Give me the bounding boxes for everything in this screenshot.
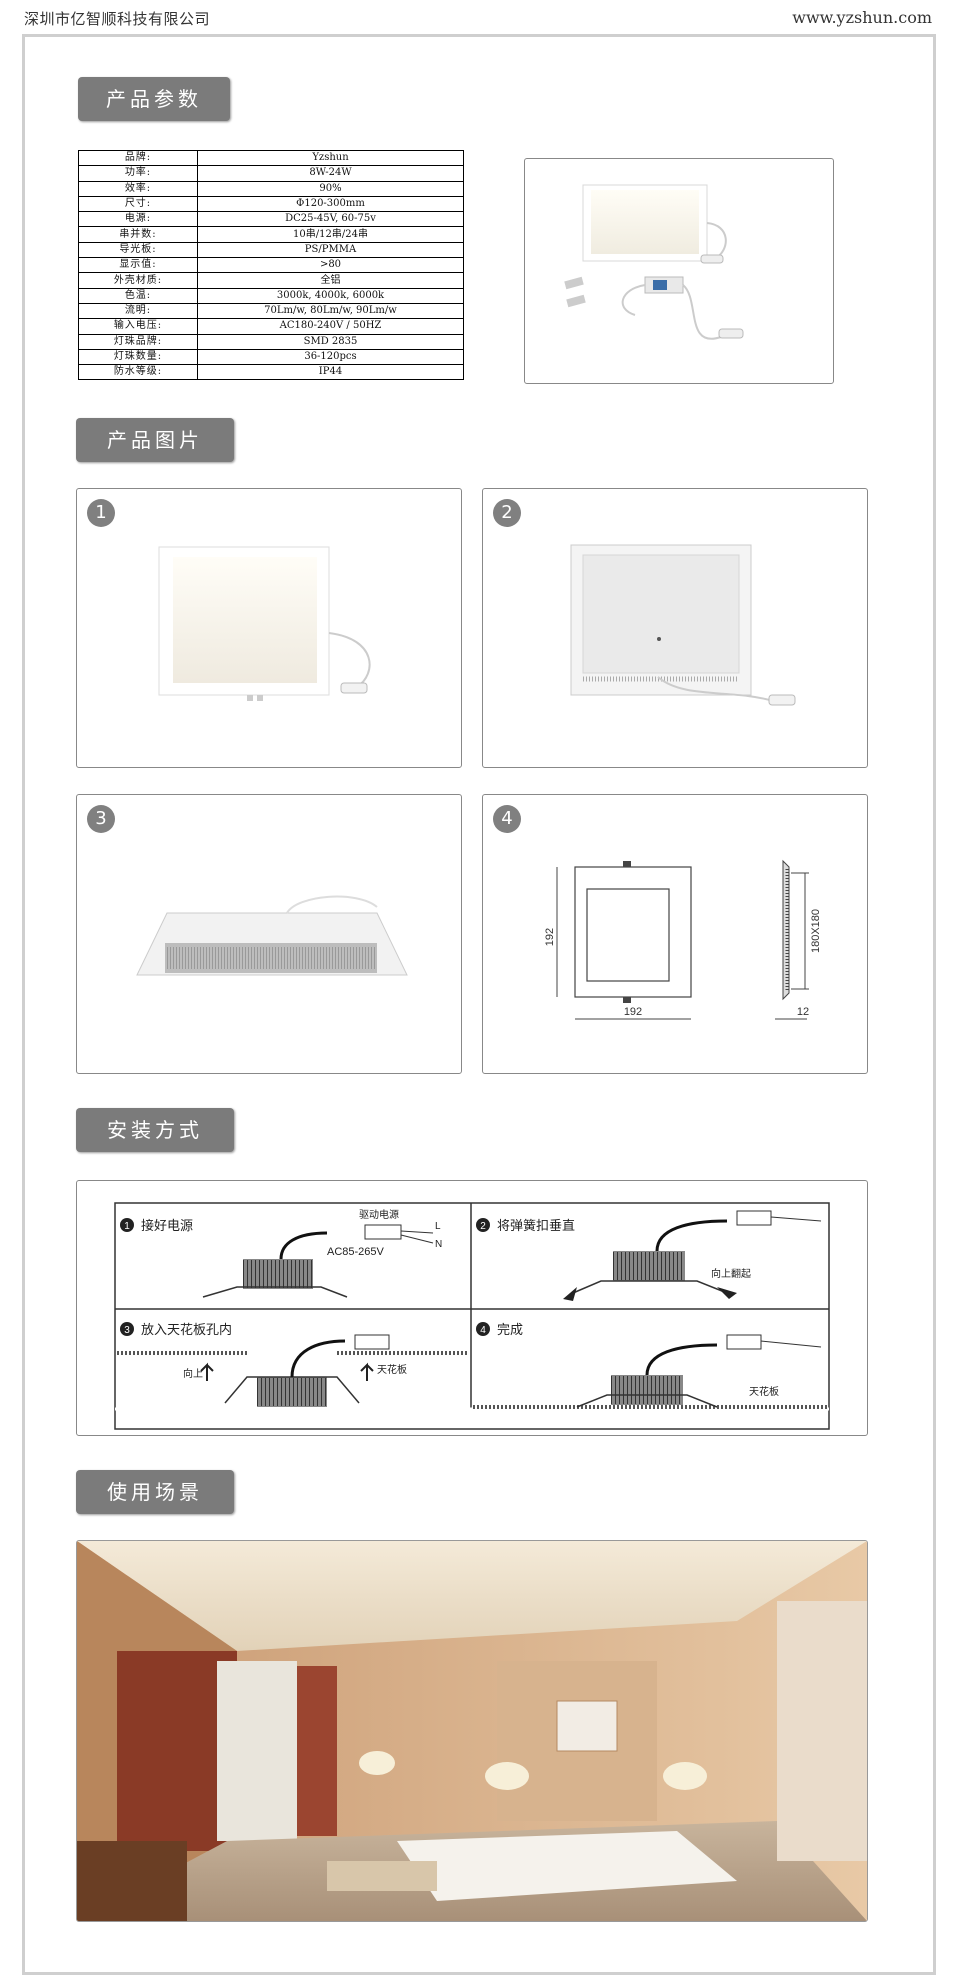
panel-with-driver-illustration xyxy=(564,184,744,340)
spec-value: 全铝 xyxy=(197,272,464,289)
spec-row: 灯珠品牌:SMD 2835 xyxy=(78,333,464,350)
dimension-height-label: 192 xyxy=(544,928,556,946)
spec-key: 功率: xyxy=(78,165,198,182)
dimension-depth-label: 12 xyxy=(797,1006,809,1018)
photo-number-badge: 2 xyxy=(493,499,521,527)
photo-number-badge: 1 xyxy=(87,499,115,527)
spec-row: 流明:70Lm/w, 80Lm/w, 90Lm/w xyxy=(78,302,464,320)
spec-value: 90% xyxy=(197,180,464,197)
spec-value: 70Lm/w, 80Lm/w, 90Lm/w xyxy=(197,302,464,320)
spec-key: 灯珠数量: xyxy=(78,348,198,366)
step-number: 2 xyxy=(480,1221,486,1232)
hotel-bedroom-illustration xyxy=(77,1541,867,1921)
product-photo-2: 2 xyxy=(482,488,868,768)
ceiling-label-final: 天花板 xyxy=(749,1385,779,1398)
spec-row: 串并数:10串/12串/24串 xyxy=(78,226,464,243)
spec-key: 色温: xyxy=(78,287,198,304)
spec-key: 流明: xyxy=(78,302,198,320)
spec-value: PS/PMMA xyxy=(197,241,464,259)
section-title-scene: 使用场景 xyxy=(76,1470,234,1514)
spec-value: SMD 2835 xyxy=(197,333,464,350)
step-number: 1 xyxy=(124,1221,130,1232)
spec-key: 尺寸: xyxy=(78,195,198,213)
spec-value: >80 xyxy=(197,257,464,274)
spec-value: 10串/12串/24串 xyxy=(197,226,464,243)
spec-value: Φ120-300mm xyxy=(197,195,464,213)
dimension-drawing: 4 192 192 180X180 12 xyxy=(482,794,868,1074)
company-name: 深圳市亿智顺科技有限公司 xyxy=(24,10,211,28)
spec-value: 36-120pcs xyxy=(197,348,464,366)
spec-key: 品牌: xyxy=(78,149,198,167)
spec-key: 防水等级: xyxy=(78,364,198,381)
spec-row: 尺寸:Φ120-300mm xyxy=(78,195,464,213)
spec-row: 防水等级:IP44 xyxy=(78,364,464,381)
spec-row: 灯珠数量:36-120pcs xyxy=(78,348,464,366)
section-title-pictures: 产品图片 xyxy=(76,418,234,462)
spec-row: 导光板:PS/PMMA xyxy=(78,241,464,259)
flip-up-label: 向上翻起 xyxy=(711,1267,751,1280)
section-title-install: 安装方式 xyxy=(76,1108,234,1152)
installation-diagram: 1 接好电源 驱动电源 AC85-265V L N 2 将弹簧扣垂直 向上翻起 … xyxy=(76,1180,868,1436)
spec-key: 灯珠品牌: xyxy=(78,333,198,350)
dimension-cutout-label: 180X180 xyxy=(810,909,822,953)
spec-key: 电源: xyxy=(78,211,198,228)
step-4-label: 完成 xyxy=(497,1322,523,1337)
spec-value: 8W-24W xyxy=(197,165,464,182)
panel-front-illustration xyxy=(158,546,371,701)
step-number: 3 xyxy=(124,1325,130,1336)
spec-row: 品牌:Yzshun xyxy=(78,149,464,167)
neutral-label: N xyxy=(435,1239,442,1250)
spec-value: IP44 xyxy=(197,364,464,381)
spec-key: 导光板: xyxy=(78,241,198,259)
top-bar: 深圳市亿智顺科技有限公司 www.yzshun.com xyxy=(0,0,960,36)
panel-side-illustration xyxy=(136,895,408,976)
spec-key: 外壳材质: xyxy=(78,272,198,289)
dimension-width-label: 192 xyxy=(624,1006,642,1018)
page-frame xyxy=(22,34,936,1975)
spec-key: 输入电压: xyxy=(78,318,198,335)
website-url[interactable]: www.yzshun.com xyxy=(792,8,932,27)
installation-steps-svg: 1 接好电源 驱动电源 AC85-265V L N 2 将弹簧扣垂直 向上翻起 … xyxy=(114,1202,830,1430)
spec-row: 显示值:>80 xyxy=(78,257,464,274)
spec-value: AC180-240V / 50HZ xyxy=(197,318,464,335)
driver-label: 驱动电源 xyxy=(359,1208,399,1221)
spec-row: 输入电压:AC180-240V / 50HZ xyxy=(78,318,464,335)
spec-row: 效率:90% xyxy=(78,180,464,197)
spec-key: 串并数: xyxy=(78,226,198,243)
panel-back-illustration xyxy=(570,544,796,706)
ceiling-label: 天花板 xyxy=(377,1363,407,1376)
spec-row: 外壳材质:全铝 xyxy=(78,272,464,289)
spec-value: DC25-45V, 60-75v xyxy=(197,211,464,228)
product-photo-3: 3 xyxy=(76,794,462,1074)
photo-number-badge: 4 xyxy=(493,805,521,833)
spec-key: 显示值: xyxy=(78,257,198,274)
spec-value: Yzshun xyxy=(197,149,464,167)
voltage-label: AC85-265V xyxy=(327,1246,385,1258)
push-up-label: 向上 xyxy=(183,1367,203,1380)
spec-row: 电源:DC25-45V, 60-75v xyxy=(78,211,464,228)
step-1-label: 接好电源 xyxy=(141,1218,193,1233)
dimension-drawing-svg: 192 192 180X180 12 xyxy=(544,859,822,1020)
spec-row: 功率:8W-24W xyxy=(78,165,464,182)
product-photo-1: 1 xyxy=(76,488,462,768)
spec-row: 色温:3000k, 4000k, 6000k xyxy=(78,287,464,304)
live-label: L xyxy=(435,1221,441,1232)
photo-number-badge: 3 xyxy=(87,805,115,833)
section-title-params: 产品参数 xyxy=(78,77,230,121)
step-number: 4 xyxy=(480,1325,486,1336)
usage-scene-photo xyxy=(76,1540,868,1922)
step-2-label: 将弹簧扣垂直 xyxy=(497,1218,575,1233)
step-3-label: 放入天花板孔内 xyxy=(141,1322,232,1337)
product-overview-photo xyxy=(524,158,834,384)
spec-value: 3000k, 4000k, 6000k xyxy=(197,287,464,304)
spec-key: 效率: xyxy=(78,180,198,197)
